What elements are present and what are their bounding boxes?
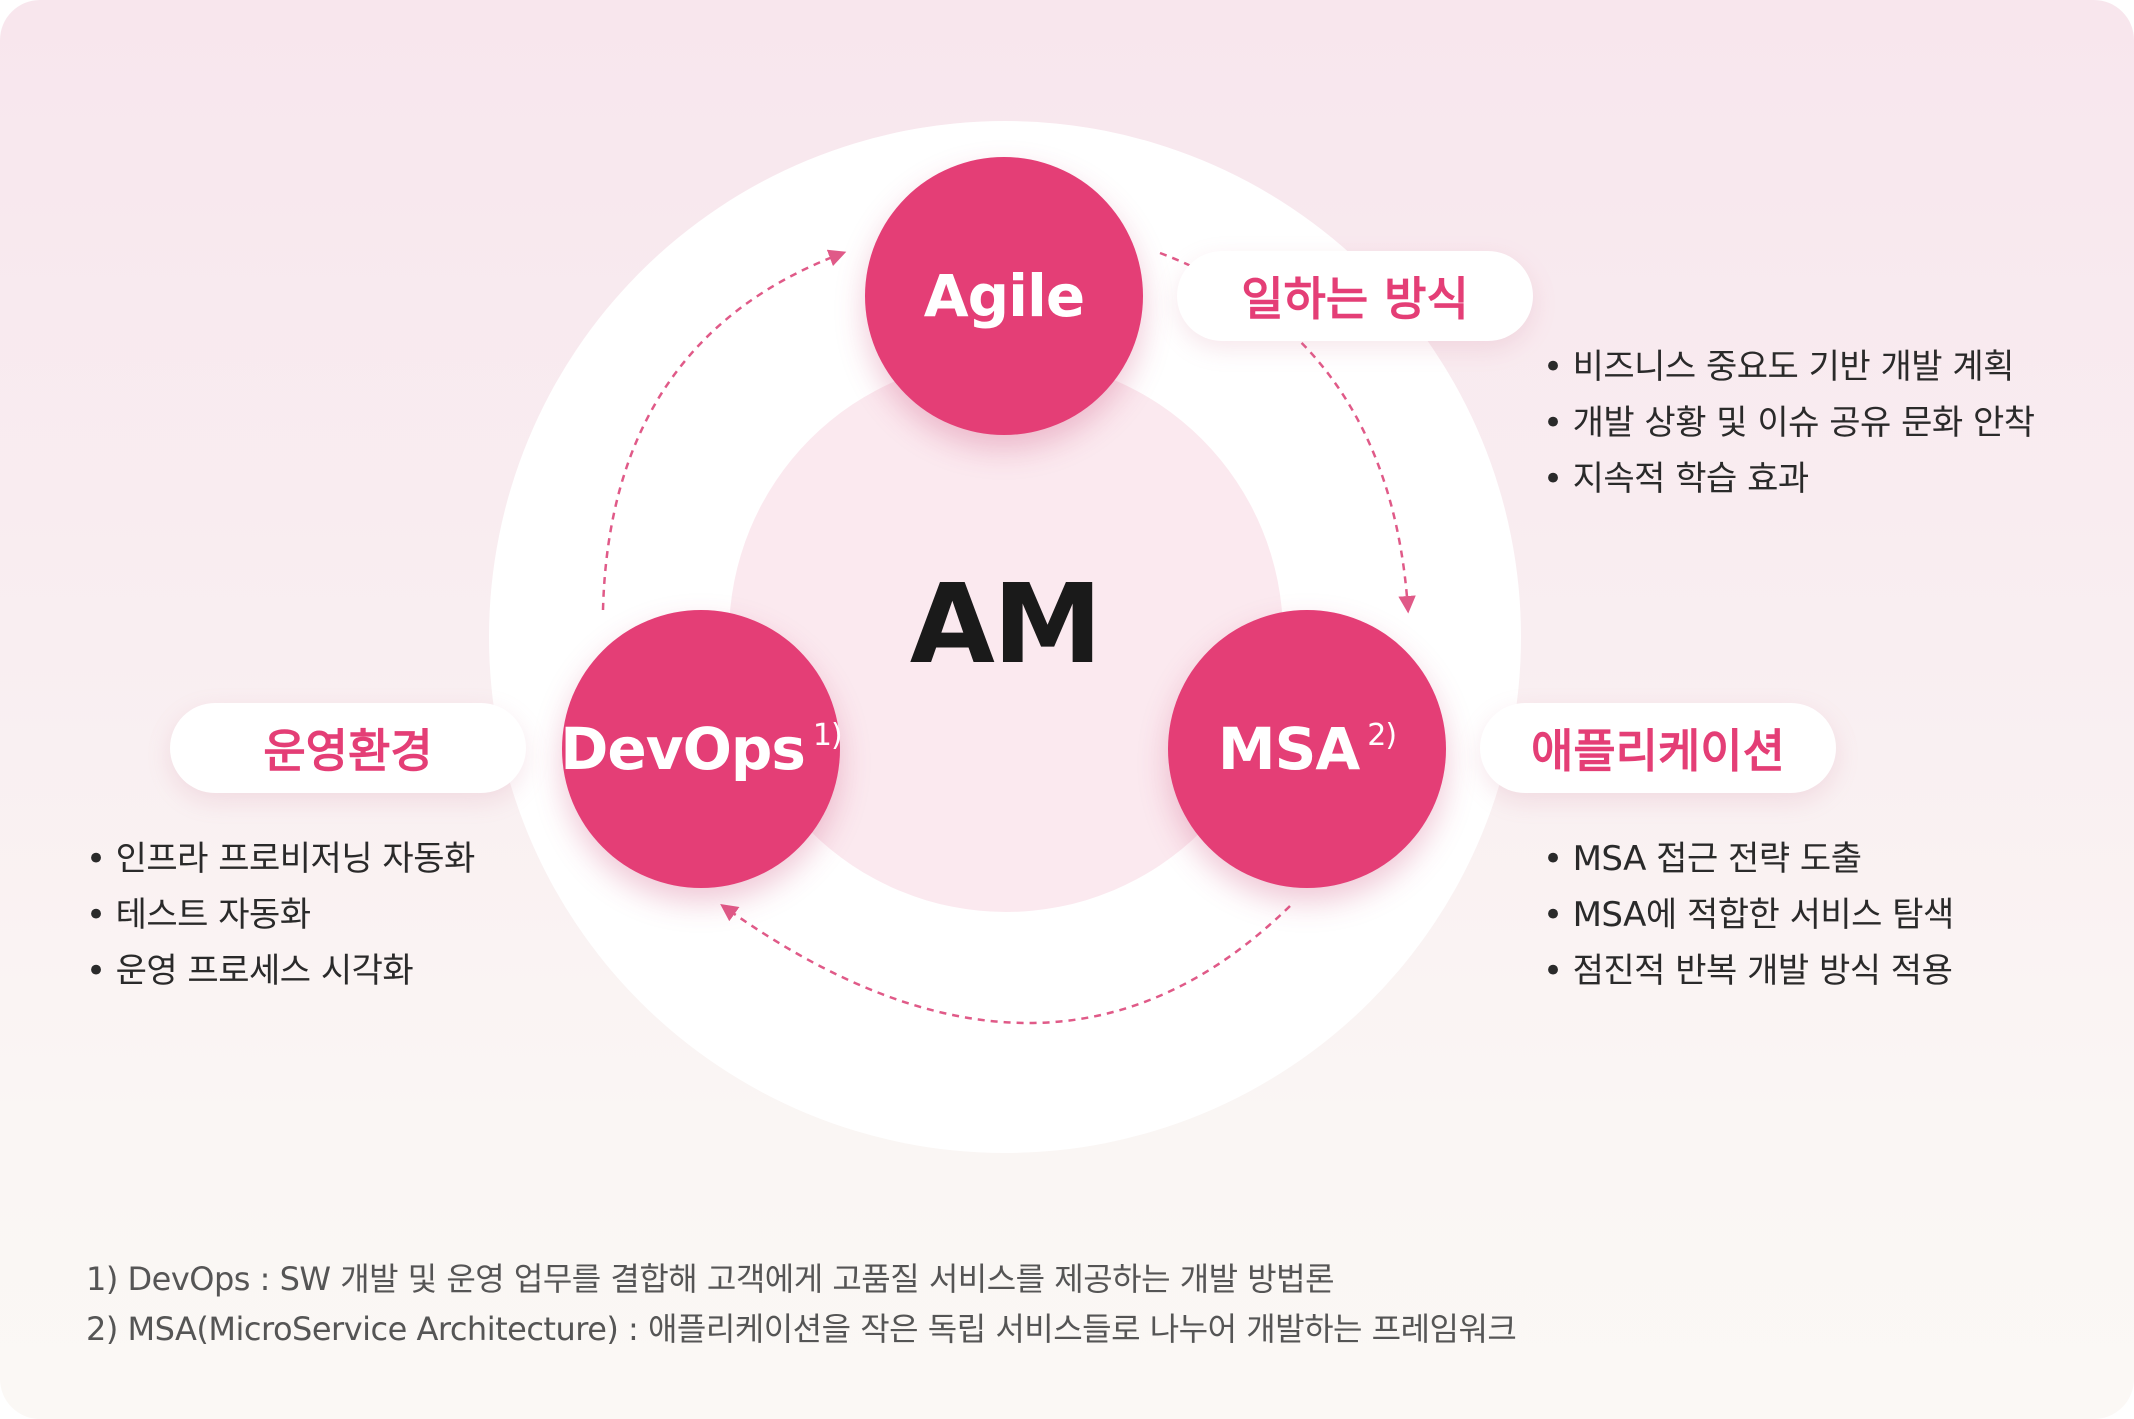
bullet-list-agile: •비즈니스 중요도 기반 개발 계획 •개발 상황 및 이슈 공유 문화 안착 … [1543, 339, 2035, 507]
list-item-text: 테스트 자동화 [115, 895, 312, 935]
list-item: •인프라 프로비저닝 자동화 [86, 831, 475, 887]
list-item-text: 운영 프로세스 시각화 [115, 951, 414, 991]
bullet-dot: • [1543, 403, 1563, 443]
list-item: •비즈니스 중요도 기반 개발 계획 [1543, 339, 2035, 395]
list-item-text: 비즈니스 중요도 기반 개발 계획 [1572, 347, 2015, 387]
arrow-devops-to-agile [601, 249, 847, 611]
node-agile-label: Agile [923, 262, 1086, 330]
list-item: •테스트 자동화 [86, 887, 475, 943]
list-item-text: MSA에 적합한 서비스 탐색 [1572, 895, 1955, 935]
arrow-msa-to-devops [720, 903, 1291, 1025]
list-item: •운영 프로세스 시각화 [86, 943, 475, 999]
bullet-dot: • [1543, 839, 1563, 879]
category-pill-msa: 애플리케이션 [1480, 703, 1836, 793]
bullet-dot: • [86, 951, 106, 991]
node-agile: Agile [865, 157, 1143, 435]
list-item: •점진적 반복 개발 방식 적용 [1543, 943, 1954, 999]
node-msa-label: MSA [1217, 715, 1360, 783]
bullet-dot: • [1543, 895, 1563, 935]
footnote-msa: 2) MSA(MicroService Architecture) : 애플리케… [86, 1310, 1517, 1348]
category-pill-devops: 운영환경 [170, 703, 526, 793]
node-msa-footnote-marker: 2) [1367, 717, 1397, 753]
list-item-text: 점진적 반복 개발 방식 적용 [1572, 951, 1953, 991]
list-item-text: 개발 상황 및 이슈 공유 문화 안착 [1572, 403, 2036, 443]
node-devops-footnote-marker: 1) [812, 717, 843, 753]
bullet-dot: • [86, 895, 106, 935]
bullet-dot: • [1543, 951, 1563, 991]
footnotes: 1) DevOps : SW 개발 및 운영 업무를 결합해 고객에게 고품질 … [86, 1254, 1517, 1354]
list-item: •지속적 학습 효과 [1543, 451, 2035, 507]
list-item-text: 인프라 프로비저닝 자동화 [115, 839, 476, 879]
category-pill-agile: 일하는 방식 [1177, 251, 1533, 341]
node-devops-label: DevOps [560, 715, 806, 783]
bullet-dot: • [1543, 459, 1563, 499]
list-item: •MSA에 적합한 서비스 탐색 [1543, 887, 1954, 943]
center-label: AM [909, 560, 1103, 688]
bullet-list-devops: •인프라 프로비저닝 자동화 •테스트 자동화 •운영 프로세스 시각화 [86, 831, 475, 999]
footnote-devops: 1) DevOps : SW 개발 및 운영 업무를 결합해 고객에게 고품질 … [86, 1260, 1335, 1298]
list-item-text: 지속적 학습 효과 [1572, 459, 1810, 499]
bullet-dot: • [1543, 347, 1563, 387]
bullet-list-msa: •MSA 접근 전략 도출 •MSA에 적합한 서비스 탐색 •점진적 반복 개… [1543, 831, 1954, 999]
list-item: •개발 상황 및 이슈 공유 문화 안착 [1543, 395, 2035, 451]
list-item-text: MSA 접근 전략 도출 [1572, 839, 1862, 879]
list-item: •MSA 접근 전략 도출 [1543, 831, 1954, 887]
bullet-dot: • [86, 839, 106, 879]
